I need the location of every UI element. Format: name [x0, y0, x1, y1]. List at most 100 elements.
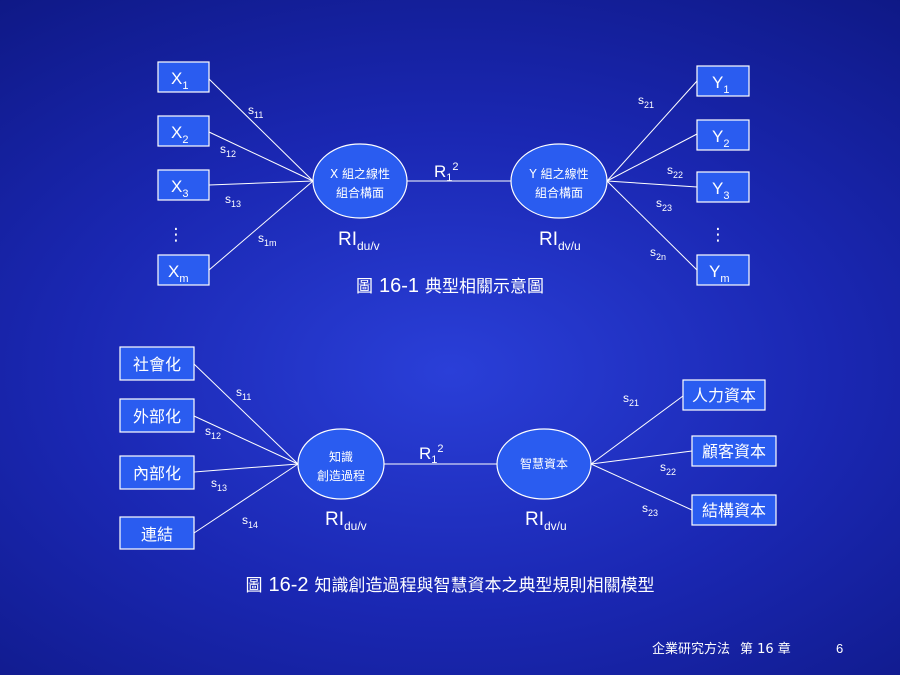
- y-box-m: Ym: [696, 254, 750, 286]
- y-box-2: Y2: [696, 119, 750, 151]
- svg-text:Xm: Xm: [168, 262, 189, 285]
- y-box-3: Y3: [696, 171, 750, 203]
- weight-s1m: s1m: [258, 231, 277, 248]
- weight-s23: s23: [656, 196, 672, 213]
- intellectual-capital-node: 智慧資本: [496, 428, 592, 500]
- x-box-m-base: X: [168, 262, 179, 281]
- x-box-3: X3: [157, 169, 210, 201]
- edge-y2: [606, 133, 698, 182]
- figure-16-2: 社會化 外部化 內部化 連結 人力資本 顧客資本 結構資本: [119, 346, 777, 596]
- weight-s21: s21: [638, 93, 654, 110]
- box-socialization: 社會化: [119, 346, 195, 381]
- weight-s22: s22: [667, 163, 683, 180]
- x-box-1-base: X: [171, 69, 182, 88]
- knowledge-creation-line1: 知識: [329, 450, 353, 464]
- box-customer-capital: 顧客資本: [691, 435, 777, 467]
- y-box-1-sub: 1: [723, 84, 729, 96]
- box-combination-label: 連結: [141, 525, 173, 544]
- ri-du-v-2: RIdu/v: [325, 509, 367, 533]
- edge-x2: [208, 131, 314, 182]
- weight2-s13: s13: [211, 476, 227, 493]
- svg-text:Y3: Y3: [712, 179, 729, 202]
- weight-s2n: s2n: [650, 245, 666, 262]
- footer-chapter: 第 16 章: [740, 641, 791, 657]
- x-box-3-base: X: [171, 177, 182, 196]
- footer-title: 企業研究方法: [652, 641, 730, 657]
- box-internalization: 內部化: [119, 455, 195, 490]
- x-box-1: X1: [157, 61, 210, 93]
- y-box-3-sub: 3: [723, 190, 729, 202]
- canonical-r-label-2: R12: [419, 443, 444, 466]
- edge-y3: [606, 180, 698, 188]
- slide-footer: 企業研究方法 第 16 章 6: [652, 641, 843, 657]
- ri-dv-u-2: RIdv/u: [525, 509, 567, 533]
- y-ellipsis: ⋮: [710, 225, 727, 244]
- edge-internalization: [193, 463, 299, 473]
- footer-page-number: 6: [836, 641, 843, 656]
- y-box-1: Y1: [696, 65, 750, 97]
- y-composite-line2: 組合構面: [535, 185, 583, 200]
- weight-s11: s11: [248, 103, 263, 120]
- edge-combination: [193, 463, 299, 534]
- x-box-1-sub: 1: [182, 80, 188, 92]
- edge-ym: [606, 180, 698, 271]
- y-box-1-base: Y: [712, 73, 723, 92]
- box-human-capital: 人力資本: [682, 379, 766, 411]
- edge-socialization: [193, 363, 299, 465]
- weight2-s12: s12: [205, 424, 221, 441]
- edge-x1: [208, 78, 314, 182]
- y-composite-line1: Y 組之線性: [528, 166, 588, 181]
- x-composite-line2: 組合構面: [336, 185, 384, 200]
- edge-y1: [606, 80, 698, 182]
- edge-customer-capital: [590, 450, 693, 465]
- edge-structural-capital: [590, 463, 693, 511]
- intellectual-capital-label: 智慧資本: [520, 456, 568, 471]
- figure-16-1: X1 X2 X3 ⋮ Xm Y1 Y2 Y3 ⋮: [157, 61, 750, 297]
- edge-human-capital: [590, 395, 684, 465]
- weight-s12: s12: [220, 142, 236, 159]
- x-box-2: X2: [157, 115, 210, 147]
- edge-externalization: [193, 415, 299, 465]
- knowledge-creation-line2: 創造過程: [317, 468, 365, 483]
- svg-text:X1: X1: [171, 69, 188, 92]
- box-structural-capital: 結構資本: [691, 494, 777, 526]
- y-box-m-sub: m: [720, 273, 729, 285]
- x-box-2-base: X: [171, 123, 182, 142]
- y-box-3-base: Y: [712, 179, 723, 198]
- box-human-capital-label: 人力資本: [692, 386, 756, 405]
- x-composite-node: X 組之線性 組合構面: [312, 143, 408, 219]
- box-structural-capital-label: 結構資本: [702, 501, 766, 520]
- svg-text:Y2: Y2: [712, 127, 729, 150]
- y-box-2-base: Y: [712, 127, 723, 146]
- x-composite-line1: X 組之線性: [330, 166, 390, 181]
- weight2-s22: s22: [660, 460, 676, 477]
- weight2-s14: s14: [242, 513, 258, 530]
- svg-text:X3: X3: [171, 177, 188, 200]
- weight2-s21: s21: [623, 391, 639, 408]
- svg-text:X2: X2: [171, 123, 188, 146]
- x-box-m-sub: m: [179, 273, 188, 285]
- knowledge-creation-node: 知識 創造過程: [297, 428, 385, 500]
- canonical-r-label-1: R12: [434, 161, 459, 184]
- x-box-m: Xm: [157, 254, 210, 286]
- x-box-3-sub: 3: [182, 188, 188, 200]
- weight2-s23: s23: [642, 501, 658, 518]
- box-customer-capital-label: 顧客資本: [702, 442, 766, 461]
- x-box-2-sub: 2: [182, 134, 188, 146]
- ri-du-v-1: RIdu/v: [338, 229, 380, 253]
- svg-text:Ym: Ym: [709, 262, 730, 285]
- box-combination: 連結: [119, 516, 195, 550]
- weight-s13: s13: [225, 192, 241, 209]
- weight2-s11: s11: [236, 385, 251, 402]
- box-internalization-label: 內部化: [133, 464, 181, 483]
- y-box-2-sub: 2: [723, 138, 729, 150]
- box-externalization: 外部化: [119, 398, 195, 433]
- y-composite-node: Y 組之線性 組合構面: [510, 143, 608, 219]
- y-box-m-base: Y: [709, 262, 720, 281]
- ri-dv-u-1: RIdv/u: [539, 229, 581, 253]
- box-socialization-label: 社會化: [133, 355, 181, 374]
- svg-text:Y1: Y1: [712, 73, 729, 96]
